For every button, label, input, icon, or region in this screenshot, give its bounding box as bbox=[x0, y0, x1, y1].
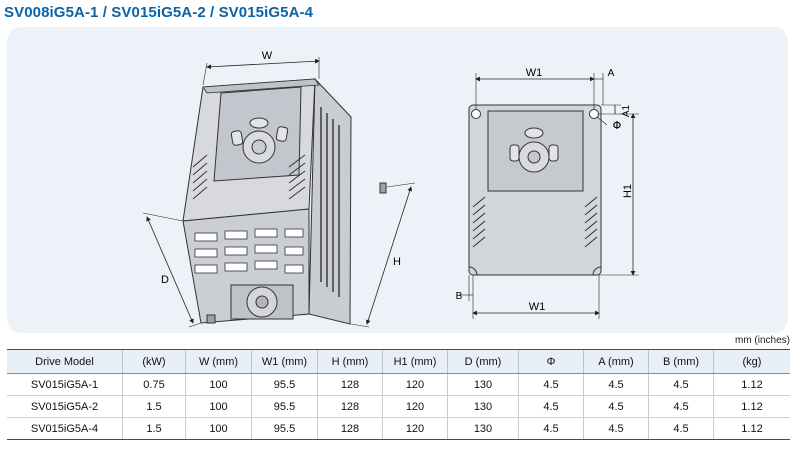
table-cell: 100 bbox=[185, 395, 252, 418]
table-cell: 1.12 bbox=[713, 395, 790, 418]
col-header: Φ bbox=[518, 349, 584, 374]
table-cell: 4.5 bbox=[583, 373, 649, 396]
units-note: mm (inches) bbox=[734, 335, 790, 346]
front-view bbox=[459, 73, 639, 319]
col-header: (kW) bbox=[122, 349, 186, 374]
table-cell: 4.5 bbox=[518, 373, 584, 396]
table-cell: 1.5 bbox=[122, 417, 186, 440]
label-w1-top: W1 bbox=[526, 67, 543, 79]
col-header: A (mm) bbox=[583, 349, 649, 374]
label-phi: Φ bbox=[613, 119, 622, 132]
col-header: D (mm) bbox=[447, 349, 519, 374]
table-cell: 128 bbox=[317, 417, 383, 440]
table-cell: 95.5 bbox=[251, 417, 318, 440]
label-d: D bbox=[161, 274, 169, 286]
table-cell: 1.5 bbox=[122, 395, 186, 418]
table-cell: 4.5 bbox=[518, 395, 584, 418]
col-header: H (mm) bbox=[317, 349, 383, 374]
table-cell: 128 bbox=[317, 395, 383, 418]
table-cell: 120 bbox=[382, 417, 448, 440]
table-cell: 4.5 bbox=[648, 395, 714, 418]
col-header: W (mm) bbox=[185, 349, 252, 374]
table-cell: SV015iG5A-4 bbox=[7, 417, 123, 440]
table-cell: 4.5 bbox=[583, 395, 649, 418]
table-cell: 4.5 bbox=[648, 417, 714, 440]
page-title: SV008iG5A-1 / SV015iG5A-2 / SV015iG5A-4 bbox=[4, 4, 314, 21]
label-h: H bbox=[393, 256, 401, 268]
col-header: (kg) bbox=[713, 349, 790, 374]
table-cell: 4.5 bbox=[648, 373, 714, 396]
table-cell: 1.12 bbox=[713, 373, 790, 396]
label-a: A bbox=[608, 68, 615, 79]
table-cell: 120 bbox=[382, 373, 448, 396]
label-h1: H1 bbox=[622, 184, 634, 198]
col-header: W1 (mm) bbox=[251, 349, 318, 374]
col-header: H1 (mm) bbox=[382, 349, 448, 374]
table-header-row: Drive Model (kW) W (mm) W1 (mm) H (mm) H… bbox=[7, 349, 790, 374]
isometric-view bbox=[142, 57, 416, 328]
table-cell: 130 bbox=[447, 395, 519, 418]
spec-table: Drive Model (kW) W (mm) W1 (mm) H (mm) H… bbox=[7, 349, 790, 440]
table-row: SV015iG5A-4 1.5 100 95.5 128 120 130 4.5… bbox=[7, 417, 790, 440]
col-header: Drive Model bbox=[7, 349, 123, 374]
label-b: B bbox=[456, 291, 463, 302]
table-cell: 1.12 bbox=[713, 417, 790, 440]
table-cell: 95.5 bbox=[251, 373, 318, 396]
table-cell: 95.5 bbox=[251, 395, 318, 418]
table-row: SV015iG5A-2 1.5 100 95.5 128 120 130 4.5… bbox=[7, 395, 790, 418]
table-cell: 120 bbox=[382, 395, 448, 418]
table-cell: SV015iG5A-2 bbox=[7, 395, 123, 418]
table-row: SV015iG5A-1 0.75 100 95.5 128 120 130 4.… bbox=[7, 373, 790, 396]
col-header: B (mm) bbox=[648, 349, 714, 374]
dimension-drawing: W D H W1 A A1 Φ H1 B W1 bbox=[142, 50, 639, 328]
table-cell: 100 bbox=[185, 373, 252, 396]
label-w: W bbox=[262, 50, 273, 62]
table-cell: 130 bbox=[447, 417, 519, 440]
table-cell: 130 bbox=[447, 373, 519, 396]
table-cell: 4.5 bbox=[583, 417, 649, 440]
dimension-drawing-panel: W D H W1 A A1 Φ H1 B W1 bbox=[7, 27, 788, 333]
table-cell: 4.5 bbox=[518, 417, 584, 440]
table-cell: 100 bbox=[185, 417, 252, 440]
table-cell: SV015iG5A-1 bbox=[7, 373, 123, 396]
table-cell: 0.75 bbox=[122, 373, 186, 396]
table-cell: 128 bbox=[317, 373, 383, 396]
label-a1: A1 bbox=[621, 104, 632, 117]
label-w1-bottom: W1 bbox=[529, 301, 546, 313]
